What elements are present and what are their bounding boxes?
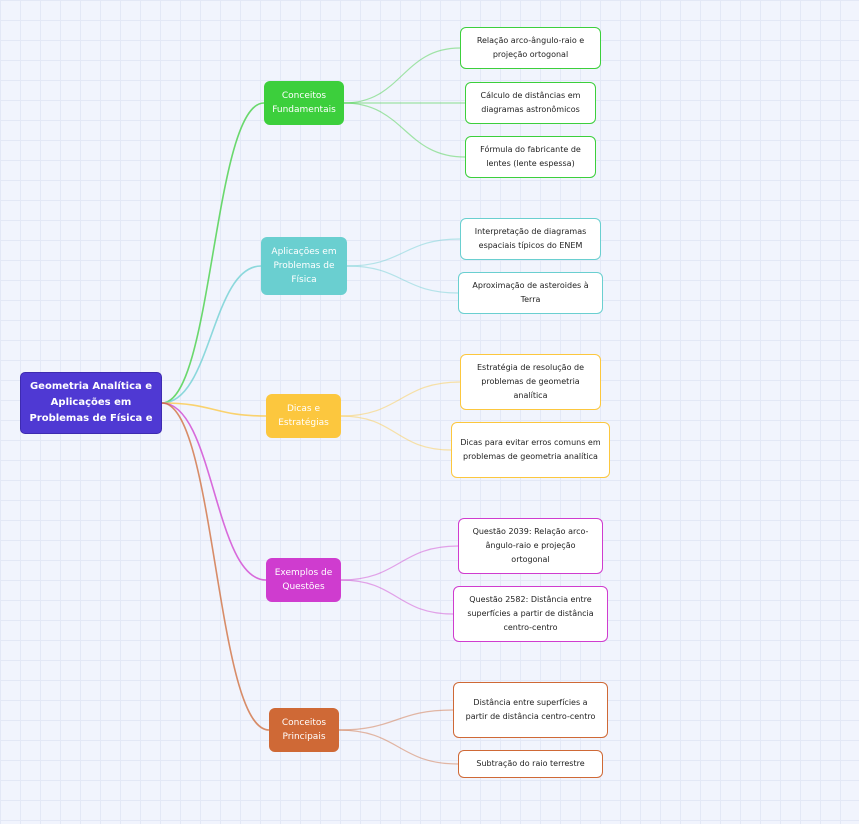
connector-root-b2 bbox=[161, 265, 262, 404]
leaf-relacao-arco-angulo[interactable]: Relação arco-ângulo-raio e projeção orto… bbox=[460, 27, 601, 69]
leaf-formula-fabricante[interactable]: Fórmula do fabricante de lentes (lente e… bbox=[465, 136, 596, 178]
connector-b4-l8 bbox=[340, 545, 459, 581]
branch-dicas-estrategias[interactable]: Dicas e Estratégias bbox=[266, 394, 341, 438]
connector-root-b1 bbox=[161, 102, 265, 404]
branch-conceitos-principais[interactable]: Conceitos Principais bbox=[269, 708, 339, 752]
connector-b1-l1 bbox=[343, 47, 461, 104]
leaf-questao-2582[interactable]: Questão 2582: Distância entre superfície… bbox=[453, 586, 608, 642]
leaf-dicas-erros[interactable]: Dicas para evitar erros comuns em proble… bbox=[451, 422, 610, 478]
connector-b4-l9 bbox=[340, 579, 454, 615]
connector-b5-l11 bbox=[338, 729, 459, 765]
connector-b5-l10 bbox=[338, 709, 454, 731]
leaf-estrategia-resolucao[interactable]: Estratégia de resolução de problemas de … bbox=[460, 354, 601, 410]
connector-root-b4 bbox=[161, 402, 267, 581]
leaf-distancia-superficies[interactable]: Distância entre superfícies a partir de … bbox=[453, 682, 608, 738]
connector-b1-l3 bbox=[343, 102, 466, 158]
leaf-subtracao-raio[interactable]: Subtração do raio terrestre bbox=[458, 750, 603, 778]
connector-b2-l4 bbox=[346, 238, 461, 267]
connector-root-b3 bbox=[161, 402, 267, 417]
branch-exemplos-questoes[interactable]: Exemplos de Questões bbox=[266, 558, 341, 602]
leaf-questao-2039[interactable]: Questão 2039: Relação arco-ângulo-raio e… bbox=[458, 518, 603, 574]
leaf-calculo-distancias[interactable]: Cálculo de distâncias em diagramas astro… bbox=[465, 82, 596, 124]
connector-b3-l6 bbox=[340, 381, 461, 417]
connector-b2-l5 bbox=[346, 265, 459, 294]
root-node[interactable]: Geometria Analítica e Aplicações em Prob… bbox=[20, 372, 162, 434]
connector-root-b5 bbox=[161, 402, 270, 731]
connector-b3-l7 bbox=[340, 415, 452, 451]
branch-aplicacoes-fisica[interactable]: Aplicações em Problemas de Física bbox=[261, 237, 347, 295]
branch-conceitos-fundamentais[interactable]: Conceitos Fundamentais bbox=[264, 81, 344, 125]
leaf-interpretacao-diagramas[interactable]: Interpretação de diagramas espaciais típ… bbox=[460, 218, 601, 260]
leaf-aproximacao-asteroides[interactable]: Aproximação de asteroides à Terra bbox=[458, 272, 603, 314]
